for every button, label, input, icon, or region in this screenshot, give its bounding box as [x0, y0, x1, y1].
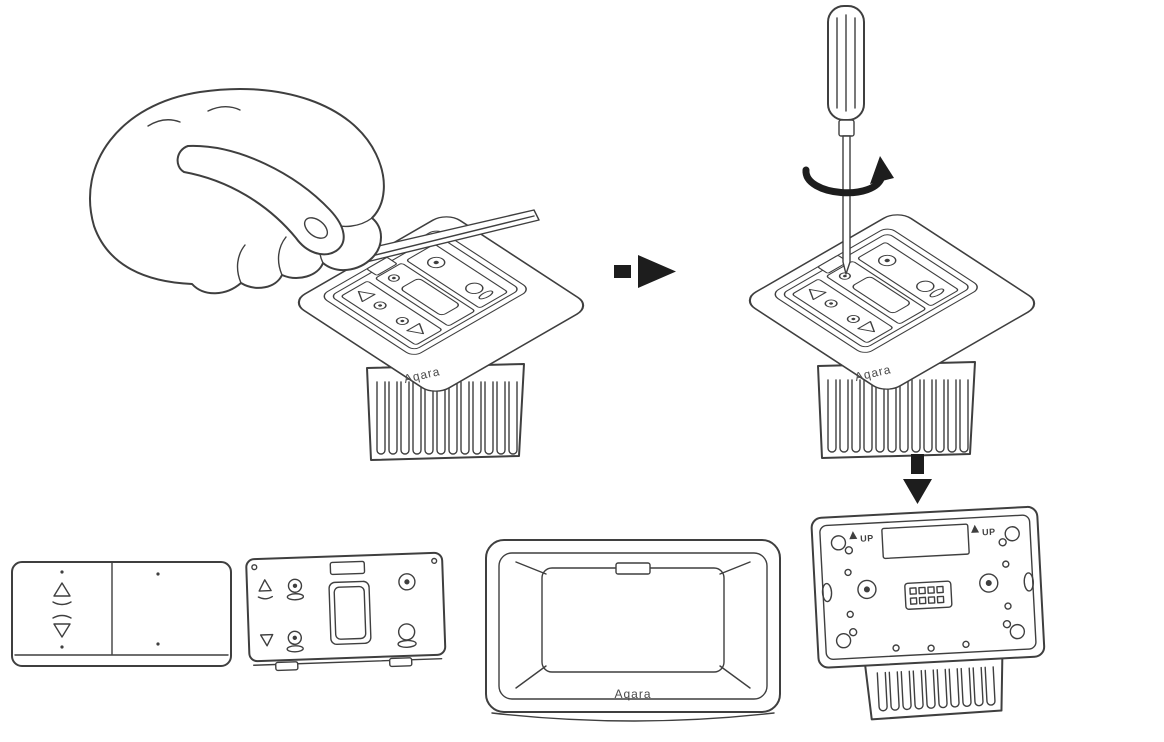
step2-unscrew-module — [741, 5, 1043, 459]
brand-label: Aqara — [614, 687, 651, 701]
led-dot — [60, 570, 64, 574]
clip-connector — [329, 560, 366, 576]
part-mounting-base: UP UP — [810, 505, 1046, 721]
screwdriver — [827, 5, 865, 275]
hand — [89, 88, 385, 295]
base-window — [881, 523, 970, 560]
terminal-connector — [904, 580, 953, 610]
led-dot — [156, 642, 160, 646]
open-icon — [52, 582, 72, 606]
keyhole-slots — [830, 526, 1026, 649]
up-arrow-mark-icon — [849, 531, 858, 540]
up-arrow-mark-icon — [971, 524, 980, 533]
screw-slot — [821, 582, 833, 603]
standoff-post — [857, 579, 877, 600]
down-triangle-icon — [259, 633, 274, 647]
standoff-post — [979, 573, 999, 593]
mount-tab — [275, 661, 299, 672]
close-icon — [52, 614, 72, 638]
led-dot — [60, 645, 64, 649]
next-step-arrow-icon — [614, 255, 676, 288]
up-label: UP — [982, 527, 996, 538]
screwdriver-shaft — [842, 135, 851, 275]
down-step-arrow-icon — [903, 454, 932, 504]
screw — [287, 578, 303, 593]
part-switch-module — [245, 551, 447, 672]
rotate-arrow-icon — [802, 156, 894, 197]
switch-assembly — [741, 209, 1043, 459]
screw-slot — [1023, 572, 1034, 592]
up-label: UP — [860, 533, 874, 544]
thumb — [176, 144, 345, 256]
clip-notch — [615, 562, 651, 575]
part-rocker-plate — [11, 561, 232, 667]
screw — [287, 630, 302, 646]
up-triangle-icon — [258, 579, 272, 592]
screwdriver-ferrule — [838, 119, 855, 137]
part-frame: Aqara — [485, 539, 781, 722]
step1-remove-rocker-plate — [89, 88, 592, 461]
button-post — [398, 573, 416, 591]
mount-tab — [388, 657, 413, 668]
thumbnail — [303, 217, 329, 239]
led-dot — [156, 572, 160, 576]
